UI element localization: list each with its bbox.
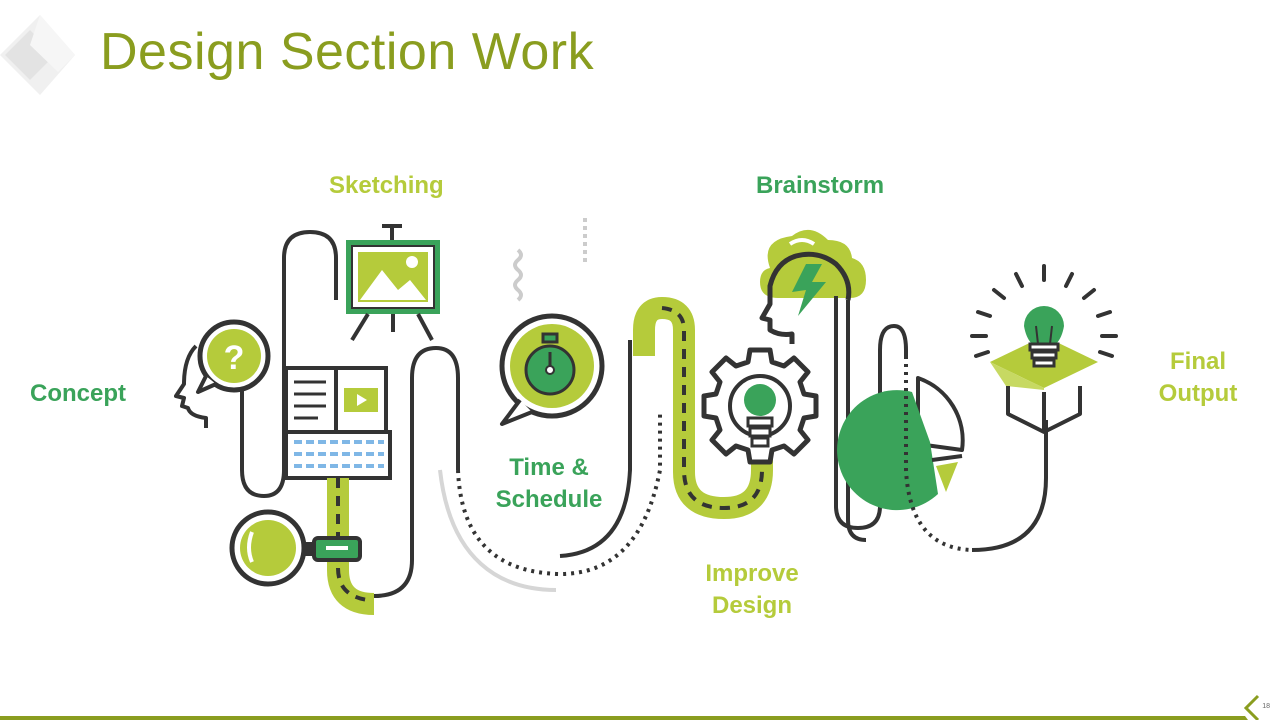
- time-dotted-path: [456, 410, 662, 577]
- pie-chart-icon: [837, 376, 965, 511]
- magnifier-icon: [229, 509, 362, 587]
- page-chevron-icon: [1242, 692, 1280, 720]
- question-mark-icon: ?: [224, 339, 245, 377]
- head-question-icon: ?: [174, 319, 271, 428]
- final-dotted-path: [904, 356, 973, 552]
- concept-connector: [240, 229, 338, 499]
- book-keyboard-icon: [284, 366, 392, 480]
- label-time-schedule: Time & Schedule: [495, 454, 603, 513]
- improve-green-path: [633, 296, 773, 520]
- slide-title: Design Section Work: [100, 23, 595, 81]
- gray-path-arc: [438, 469, 557, 592]
- squiggle-decoration: [513, 248, 523, 302]
- page-number: 18: [1262, 703, 1270, 710]
- sketch-to-time-connector: [373, 345, 460, 598]
- stopwatch-icon: [499, 313, 605, 426]
- box-bulb-icon: [970, 264, 1118, 434]
- bottom-accent-bar: [0, 716, 1280, 720]
- label-concept: Concept: [30, 380, 126, 407]
- final-solid-path: [971, 420, 1048, 552]
- label-final-output: Final Output: [1158, 348, 1238, 407]
- label-sketching: Sketching: [329, 172, 444, 199]
- time-solid-arc: [559, 340, 632, 558]
- easel-icon: [346, 224, 440, 342]
- label-brainstorm: Brainstorm: [756, 172, 885, 199]
- corner-diamond-decoration: [0, 15, 75, 95]
- label-improve-design: Improve Design: [705, 560, 799, 619]
- gear-bulb-icon: [701, 347, 819, 465]
